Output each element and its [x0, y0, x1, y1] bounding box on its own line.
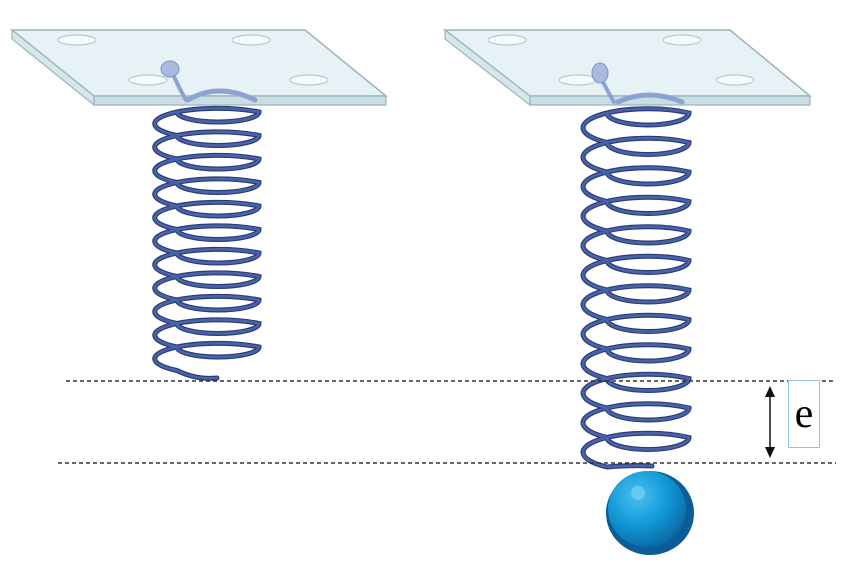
right-plate-hole: [715, 74, 755, 86]
unloaded-spring: [152, 105, 262, 381]
right-plate-hole: [662, 34, 702, 46]
left-plate-hole: [57, 34, 97, 46]
extension-arrow: [765, 386, 775, 458]
left-hook-knob: [160, 60, 180, 78]
right-hook-knob: [591, 62, 609, 84]
right-plate-hole: [558, 74, 598, 86]
spring-coil: [581, 107, 691, 469]
loaded-spring: [580, 106, 692, 470]
left-spring-top-loop: [185, 88, 258, 103]
right-support-plate: [442, 28, 813, 107]
spring-coil: [153, 107, 261, 380]
hanging-mass: [606, 471, 694, 555]
left-plate-hole: [231, 34, 271, 46]
extension-label: e: [788, 380, 820, 448]
spring-coil-outline: [152, 105, 262, 381]
mass-highlight: [631, 486, 645, 500]
left-support-plate: [9, 28, 389, 107]
left-plate-hole: [289, 74, 329, 86]
right-spring-top-loop: [615, 92, 685, 105]
left-plate-hole: [128, 74, 168, 86]
right-plate-hole: [487, 34, 527, 46]
